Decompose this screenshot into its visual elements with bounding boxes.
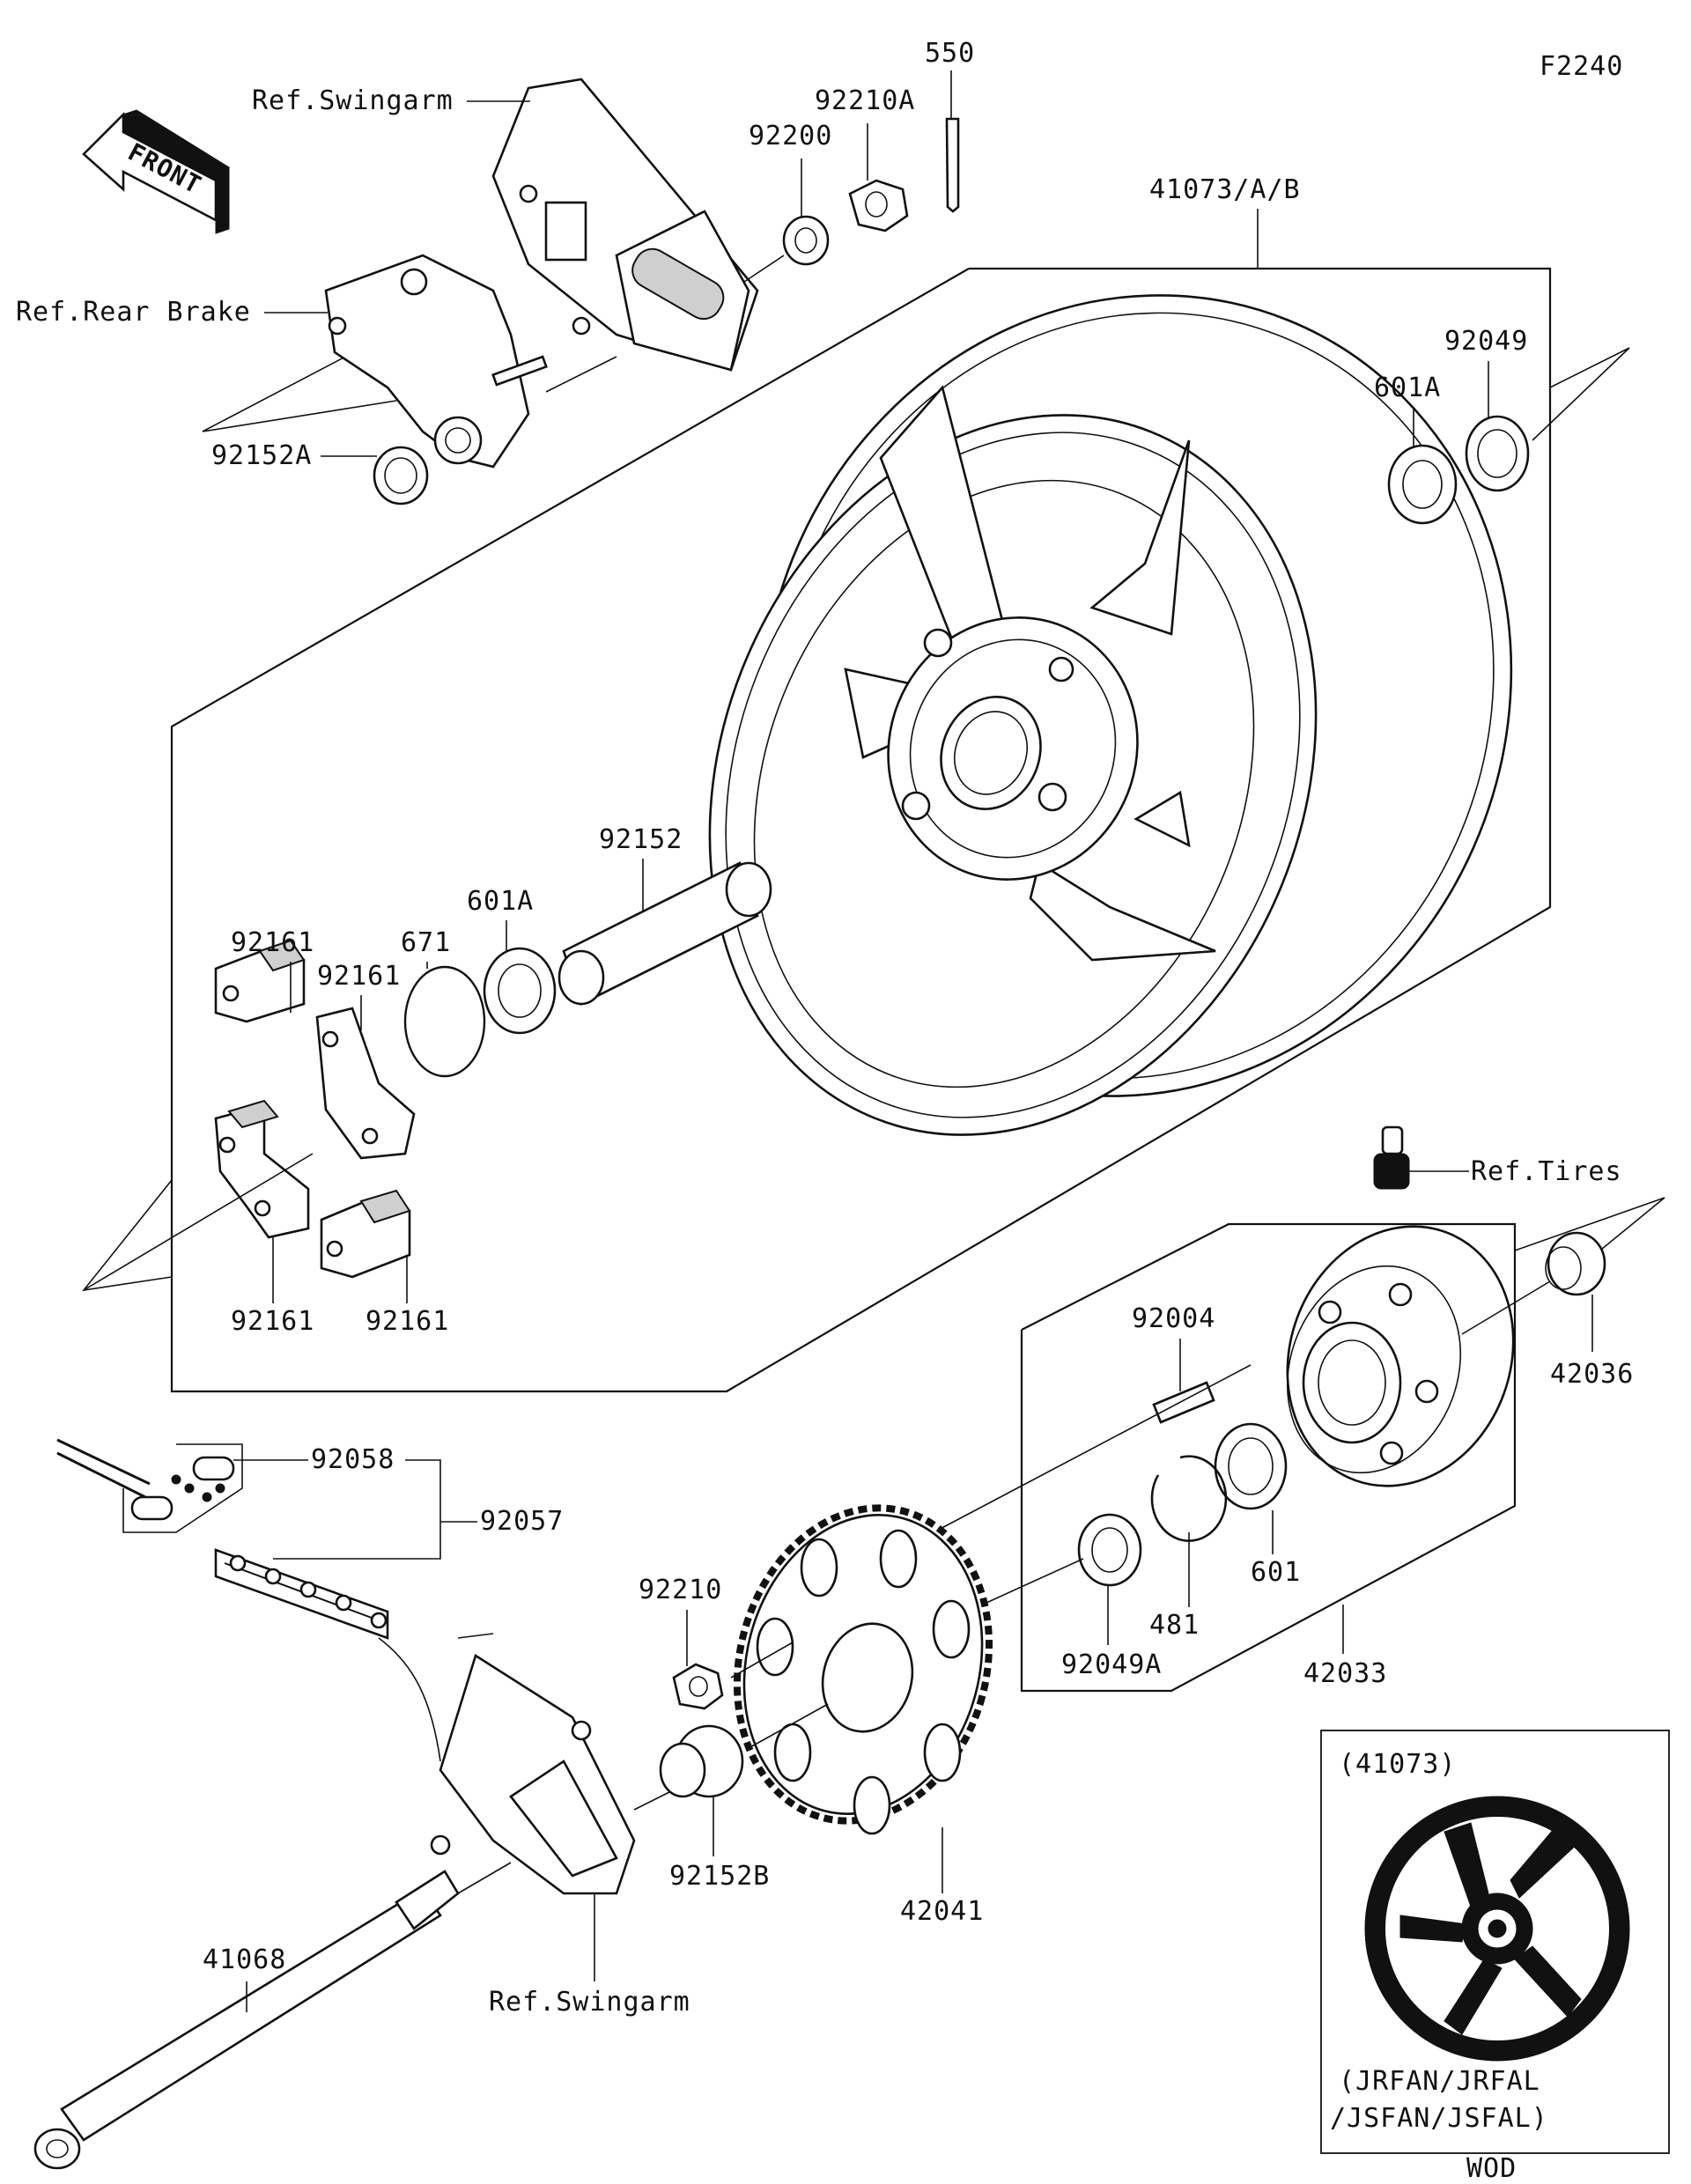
- part-92004-label: 92004: [1132, 1303, 1215, 1334]
- part-41073-label: 41073/A/B: [1149, 174, 1301, 205]
- seal-92049: [1465, 415, 1530, 492]
- footer-code: WOD: [1466, 2153, 1517, 2184]
- part-92049-label: 92049: [1444, 326, 1528, 357]
- ref-tires-label: Ref.Tires: [1471, 1156, 1622, 1187]
- swingarm-top: [491, 77, 759, 372]
- damper-92161-d: [320, 1189, 411, 1279]
- nut-92210A: [848, 179, 909, 232]
- washer-92200: [782, 215, 830, 266]
- part-671-label: 671: [401, 927, 451, 958]
- sprocket-42041: [733, 1504, 993, 1835]
- part-42033-label: 42033: [1303, 1658, 1387, 1689]
- part-42041-label: 42041: [900, 1896, 984, 1927]
- chain-joint-icon: [130, 1456, 235, 1521]
- drive-chain-icon: [214, 1548, 389, 1640]
- part-42036-label: 42036: [1550, 1359, 1634, 1390]
- part-92161-a-label: 92161: [231, 927, 314, 958]
- inset-title: (41073): [1339, 1749, 1456, 1780]
- swingarm-bottom: [378, 1633, 636, 1895]
- collar-92152A: [373, 446, 429, 505]
- part-92057-label: 92057: [480, 1506, 564, 1537]
- part-92200-label: 92200: [749, 121, 832, 151]
- ref-swingarm-top-label: Ref.Swingarm: [252, 85, 454, 116]
- part-92152B-label: 92152B: [669, 1861, 770, 1892]
- part-601A-left-label: 601A: [467, 886, 534, 917]
- part-92049A-label: 92049A: [1061, 1649, 1162, 1680]
- wheel-group-outline: [170, 267, 1552, 1393]
- part-92210A-label: 92210A: [815, 85, 915, 116]
- circlip-481: [1150, 1455, 1228, 1542]
- part-92161-b-label: 92161: [317, 961, 401, 992]
- bearing-601: [1214, 1422, 1288, 1510]
- damper-92161-c: [214, 1099, 310, 1239]
- cotter-pin-550: [945, 117, 960, 213]
- part-92058-label: 92058: [311, 1444, 395, 1475]
- damper-92161-b: [315, 1007, 416, 1160]
- part-550-label: 550: [925, 38, 975, 69]
- nut-92210: [672, 1663, 724, 1710]
- part-92152-label: 92152: [599, 824, 683, 855]
- front-arrow-icon: FRONT: [82, 109, 230, 234]
- rear-axle-41068: [33, 1870, 460, 2170]
- ref-rear-brake-label: Ref.Rear Brake: [16, 297, 251, 328]
- inset-variants-line2: /JSFAN/JSFAL): [1330, 2103, 1548, 2134]
- chain-link-box: [122, 1443, 243, 1533]
- part-601-label: 601: [1251, 1557, 1301, 1588]
- inset-variants-line1: (JRFAN/JRFAL: [1339, 2066, 1540, 2097]
- part-92161-c-label: 92161: [231, 1306, 314, 1337]
- seal-92049A: [1077, 1513, 1142, 1587]
- spacer-92152: [558, 861, 772, 1006]
- part-92152A-label: 92152A: [211, 440, 312, 471]
- part-41068-label: 41068: [203, 1944, 286, 1975]
- bearing-601A-left: [483, 947, 557, 1035]
- bearing-601A-right: [1387, 444, 1458, 525]
- damper-92161-a: [214, 939, 306, 1023]
- inset-frame: [1320, 1730, 1670, 2154]
- inset-wheel-icon: [1364, 1796, 1630, 2062]
- part-481-label: 481: [1149, 1610, 1200, 1641]
- rear-wheel: [708, 294, 1513, 1136]
- sprocket-hub-42033: [1286, 1225, 1515, 1487]
- o-ring-671: [403, 965, 486, 1078]
- part-92161-d-label: 92161: [366, 1306, 449, 1337]
- rear-brake-bracket: [324, 254, 548, 469]
- ref-swingarm-bottom-label: Ref.Swingarm: [489, 1987, 690, 2018]
- figure-code: F2240: [1540, 51, 1623, 82]
- hub-group-outline: [1020, 1222, 1517, 1693]
- part-92210-label: 92210: [639, 1575, 722, 1605]
- tire-valve-icon: [1373, 1125, 1410, 1190]
- collar-42036: [1547, 1231, 1606, 1296]
- part-601A-right-label: 601A: [1374, 373, 1441, 403]
